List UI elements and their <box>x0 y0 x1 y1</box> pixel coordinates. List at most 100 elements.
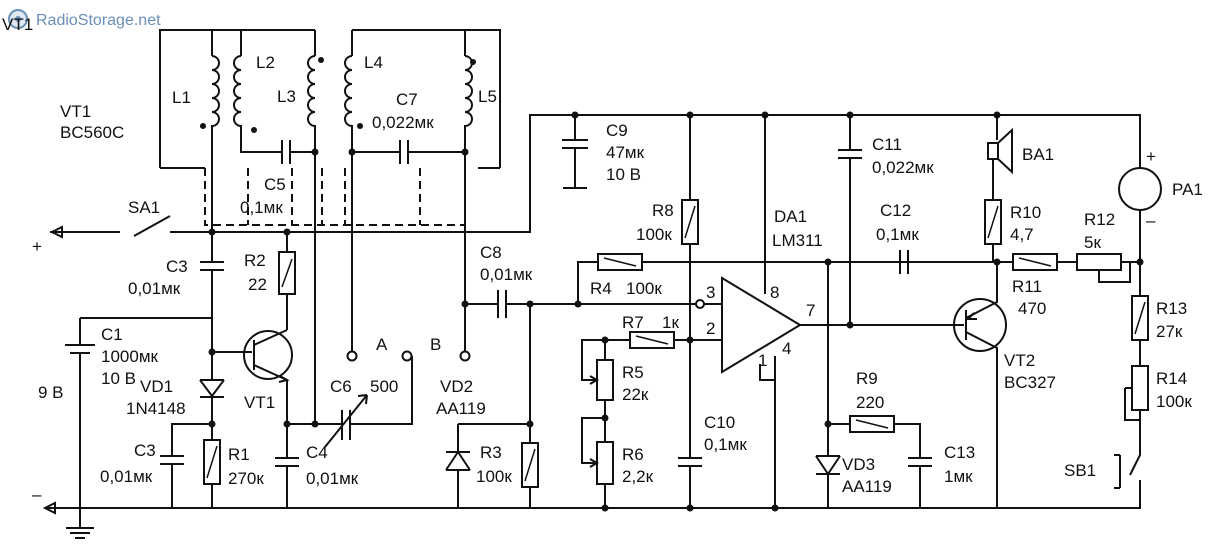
label-pa1: PA1 <box>1172 180 1203 199</box>
label-r14-val: 100к <box>1156 392 1192 411</box>
label-vt1-header: VT1 <box>60 102 91 121</box>
label-r13-val: 27к <box>1156 322 1183 341</box>
label-sb1: SB1 <box>1064 461 1096 480</box>
label-vt2-model: BC327 <box>1004 373 1056 392</box>
label-c1-val2: 10 B <box>101 369 136 388</box>
label-sa1: SA1 <box>128 198 160 217</box>
label-pin7: 7 <box>806 301 815 320</box>
detector-stage <box>445 290 700 508</box>
label-c12-val: 0,1мк <box>876 225 919 244</box>
label-r10-ref: R10 <box>1010 203 1041 222</box>
label-r10-val: 4,7 <box>1010 225 1034 244</box>
label-minus-in: – <box>32 485 42 504</box>
coil-l1 <box>211 55 220 230</box>
label-vd3-model: AA119 <box>842 477 892 496</box>
coil-l2 <box>233 55 270 153</box>
label-c9-val1: 47мк <box>606 143 645 162</box>
coil-l3 <box>307 55 316 424</box>
label-l3: L3 <box>277 87 296 106</box>
label-l1: L1 <box>172 88 191 107</box>
label-r8-val: 100к <box>636 225 672 244</box>
site-logo: RadioStorage.net <box>8 9 161 29</box>
label-vt1-model: BC560C <box>60 123 124 142</box>
label-c6-ref: C6 <box>330 377 352 396</box>
label-point-a: A <box>376 335 388 354</box>
power-input <box>42 114 1141 539</box>
coil-core <box>204 168 466 226</box>
label-pin3: 3 <box>706 283 715 302</box>
capacitor-c7 <box>352 140 465 164</box>
label-r7-ref: R7 <box>622 313 644 332</box>
label-vt1: VT1 <box>244 393 275 412</box>
label-da1-ref: DA1 <box>774 207 807 226</box>
label-r12-val: 5к <box>1084 233 1101 252</box>
label-r11-val: 470 <box>1018 299 1046 318</box>
label-r13-ref: R13 <box>1156 299 1187 318</box>
label-r12-ref: R12 <box>1084 210 1115 229</box>
label-r11-ref: R11 <box>1012 277 1042 296</box>
label-pin2: 2 <box>706 319 715 338</box>
label-c5-ref: C5 <box>264 175 286 194</box>
label-vd1-model: 1N4148 <box>126 399 186 418</box>
label-vd3-ref: VD3 <box>842 455 875 474</box>
coil-l5 <box>464 55 473 356</box>
label-c1-val1: 1000мк <box>101 347 159 366</box>
label-r2-ref: R2 <box>244 251 266 270</box>
label-l2: L2 <box>256 53 275 72</box>
label-pin1: 1 <box>758 351 767 370</box>
label-c3a-val: 0,01мк <box>128 279 181 298</box>
label-c4-ref: C4 <box>306 443 328 462</box>
label-pa-plus: + <box>1146 147 1156 166</box>
label-r5-val: 22к <box>622 385 649 404</box>
label-vt2-ref: VT2 <box>1004 351 1035 370</box>
coil-l4 <box>344 55 353 356</box>
label-pin8: 8 <box>770 283 779 302</box>
comparator-da1 <box>721 276 802 374</box>
label-c10-ref: C10 <box>704 413 735 432</box>
label-r6-ref: R6 <box>622 445 644 464</box>
vt1-stage <box>160 228 471 508</box>
switch-sb1 <box>1114 428 1141 500</box>
label-c10-val: 0,1мк <box>704 435 747 454</box>
label-vt1-ref: VT1 <box>2 15 33 34</box>
label-r3-val: 100к <box>476 467 512 486</box>
label-r7-val: 1к <box>662 313 679 332</box>
label-vd2-model: AA119 <box>436 399 486 418</box>
label-c9-ref: C9 <box>606 121 628 140</box>
label-c6-val: 500 <box>370 377 398 396</box>
label-c3b-ref: C3 <box>134 441 156 460</box>
label-c11-val: 0,022мк <box>872 158 934 177</box>
label-point-b: B <box>430 335 441 354</box>
label-c3a-ref: C3 <box>166 257 188 276</box>
capacitor-c5 <box>270 140 315 164</box>
comparator-stage <box>562 111 997 512</box>
label-r3-ref: R3 <box>480 443 502 462</box>
site-logo-text: RadioStorage.net <box>36 12 161 29</box>
label-c11-ref: C11 <box>872 135 902 154</box>
label-l4: L4 <box>364 53 383 72</box>
speaker-ba1 <box>987 142 999 160</box>
label-r1-val: 270к <box>228 469 264 488</box>
label-vd1-ref: VD1 <box>140 377 173 396</box>
label-plus-in: + <box>32 237 42 256</box>
label-c8-val: 0,01мк <box>480 265 533 284</box>
label-bat: 9 B <box>38 383 64 402</box>
transistor-vt1 <box>243 330 293 380</box>
label-r14-ref: R14 <box>1156 369 1187 388</box>
label-r6-val: 2,2к <box>622 467 654 486</box>
label-pa-minus: – <box>1146 211 1156 230</box>
label-r5-ref: R5 <box>622 363 644 382</box>
label-c7-ref: C7 <box>396 90 418 109</box>
label-r4-ref: R4 <box>590 279 612 298</box>
label-c3b-val: 0,01мк <box>100 467 153 486</box>
meter-pa1 <box>1118 167 1162 211</box>
label-c9-val2: 10 B <box>606 165 641 184</box>
label-r1-ref: R1 <box>228 445 250 464</box>
label-c4-val: 0,01мк <box>306 469 359 488</box>
label-r4-val: 100к <box>626 279 662 298</box>
label-r8-ref: R8 <box>652 201 674 220</box>
label-r9-ref: R9 <box>856 369 878 388</box>
label-c1-ref: C1 <box>101 325 123 344</box>
component-labels: VT1 VT1 BC560C L1 L2 L3 L4 L5 C7 0,022мк… <box>2 15 1203 504</box>
